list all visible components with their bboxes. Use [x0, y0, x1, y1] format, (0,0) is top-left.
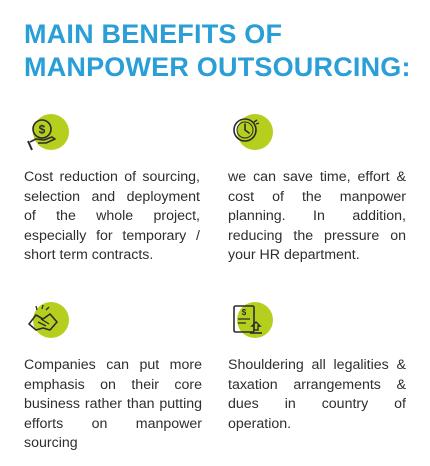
benefit-cost-reduction: $ Cost reduction of sourcing, selection …	[24, 112, 200, 266]
svg-text:$: $	[39, 123, 46, 137]
benefit-text: Companies can put more emphasis on their…	[24, 357, 202, 452]
page-title: MAIN BENEFITS OF MANPOWER OUTSOURCING:	[24, 19, 411, 82]
benefit-text: Cost reduction of sourcing, selection an…	[24, 169, 200, 264]
benefit-save-time: we can save time, effort & cost of the m…	[228, 112, 406, 266]
benefit-text: we can save time, effort & cost of the m…	[228, 169, 406, 264]
handshake-icon	[24, 300, 70, 346]
benefit-legalities: $ Shouldering all legalities & taxation …	[228, 300, 406, 434]
dollar-hand-icon: $	[24, 112, 70, 158]
svg-text:$: $	[242, 308, 247, 317]
benefit-text: Shouldering all legalities & taxation ar…	[228, 357, 406, 432]
clock-icon	[228, 112, 274, 158]
benefit-core-business: Companies can put more emphasis on their…	[24, 300, 202, 454]
document-stamp-icon: $	[228, 300, 274, 346]
